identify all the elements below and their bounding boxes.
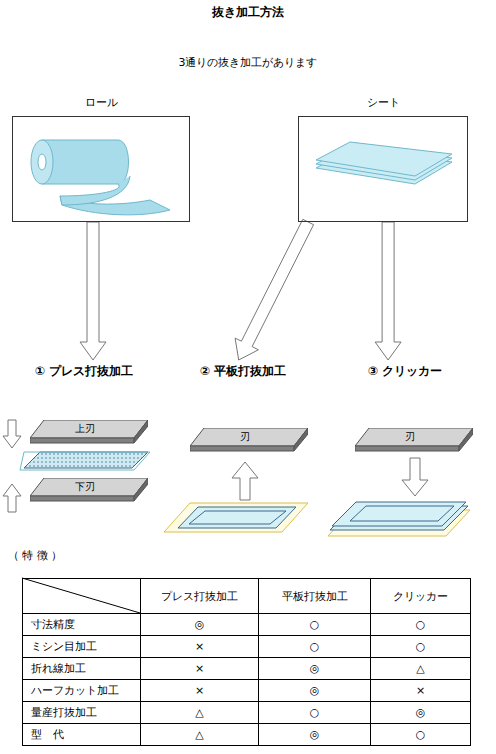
- box-heading: シート: [299, 95, 467, 110]
- box-heading: ロール: [13, 95, 189, 110]
- title-wrap: 抜き加工方法: [0, 4, 496, 21]
- rating-mark: ○: [310, 640, 320, 653]
- row-header: 折れ線加工: [31, 661, 86, 676]
- method-name: ① プレス打抜加工: [35, 363, 133, 380]
- rating-mark: ○: [416, 728, 426, 741]
- rating-mark: ×: [195, 662, 204, 675]
- row-header: 型 代: [31, 727, 64, 742]
- plate-label: 下刃: [75, 481, 95, 492]
- table-cell: 折れ線加工: [22, 657, 141, 680]
- section-heading-text: （ 特 徴 ）: [8, 549, 63, 562]
- flow-arrow: [235, 219, 314, 360]
- rating-mark: ×: [416, 684, 425, 697]
- rating-mark: ○: [310, 706, 320, 719]
- rating-mark: ◎: [195, 618, 205, 631]
- sheet-figure: [316, 142, 452, 184]
- column-header: 平板打抜加工: [282, 589, 348, 604]
- rating-mark: ×: [195, 684, 204, 697]
- rating-mark: ◎: [416, 706, 426, 719]
- table-cell: ×: [140, 657, 259, 680]
- table-cell: ◎: [258, 723, 371, 746]
- subtitle-text: 3通りの抜き加工があります: [179, 56, 318, 69]
- column-header: プレス打抜加工: [161, 589, 238, 604]
- row-header: ミシン目加工: [31, 639, 97, 654]
- table-cell: 平板打抜加工: [258, 578, 371, 614]
- plate-label: 刃: [240, 431, 250, 442]
- table-cell: △: [140, 701, 259, 724]
- row-header: 寸法精度: [31, 617, 75, 632]
- plate-text-wrap: 下刃: [30, 478, 140, 496]
- table-cell: ×: [140, 679, 259, 702]
- table-cell: ×: [140, 635, 259, 658]
- table-cell: ○: [258, 635, 371, 658]
- row-header: 量産打抜加工: [31, 705, 97, 720]
- plate-label: 上刃: [75, 423, 95, 434]
- plate-text-wrap: 刃: [190, 428, 300, 446]
- table-cell: ×: [370, 679, 471, 702]
- clicker-sheets: [328, 502, 470, 536]
- plate-text-wrap: 刃: [355, 428, 465, 446]
- table-cell: ◎: [140, 613, 259, 636]
- method-name: ③ クリッカー: [368, 363, 442, 380]
- table-cell: 寸法精度: [22, 613, 141, 636]
- header-diagonal: [22, 578, 140, 613]
- table-cell: ◎: [258, 657, 371, 680]
- press-sheet-edge: [20, 452, 150, 470]
- section-heading: （ 特 徴 ）: [8, 548, 63, 563]
- material-box: ロール: [12, 116, 190, 222]
- rating-mark: ×: [195, 640, 204, 653]
- plate-label: 刃: [405, 431, 415, 442]
- table-cell: △: [140, 723, 259, 746]
- title: 抜き加工方法: [212, 5, 284, 19]
- rating-mark: ◎: [310, 662, 320, 675]
- method-label: ② 平板打抜加工: [198, 360, 288, 383]
- table-cell: [22, 578, 141, 614]
- material-box: シート: [298, 116, 468, 222]
- blade-plate: 上刃: [30, 420, 148, 444]
- table-cell: ○: [370, 613, 471, 636]
- method-label: ① プレス打抜加工: [33, 360, 135, 383]
- table-cell: クリッカー: [370, 578, 471, 614]
- rating-mark: ○: [416, 640, 426, 653]
- subtitle: 3通りの抜き加工があります: [0, 55, 496, 70]
- rating-mark: △: [195, 706, 203, 719]
- flatbed-sheet: [164, 503, 308, 532]
- table-cell: ○: [258, 701, 371, 724]
- up-arrow: [232, 462, 258, 500]
- method-name: ② 平板打抜加工: [200, 363, 286, 380]
- blade-plate: 刃: [190, 428, 308, 452]
- press-arrows: [3, 420, 21, 512]
- press-sheet: [24, 452, 148, 468]
- rating-mark: ○: [310, 618, 320, 631]
- rating-mark: ○: [416, 618, 426, 631]
- column-header: クリッカー: [393, 589, 448, 604]
- rating-mark: ◎: [310, 684, 320, 697]
- table-cell: 型 代: [22, 723, 141, 746]
- roll-figure: [31, 140, 170, 215]
- table-cell: △: [370, 657, 471, 680]
- rating-mark: △: [416, 662, 424, 675]
- flow-arrow: [80, 222, 106, 360]
- table-cell: ◎: [258, 679, 371, 702]
- table-cell: ○: [370, 635, 471, 658]
- rating-mark: ◎: [310, 728, 320, 741]
- plate-text-wrap: 上刃: [30, 420, 140, 438]
- blade-plate: 下刃: [30, 478, 148, 502]
- table-cell: ○: [258, 613, 371, 636]
- table-cell: ◎: [370, 701, 471, 724]
- row-header: ハーフカット加工: [31, 683, 119, 698]
- table-cell: 量産打抜加工: [22, 701, 141, 724]
- table-cell: プレス打抜加工: [140, 578, 259, 614]
- table-cell: ハーフカット加工: [22, 679, 141, 702]
- flow-arrow: [375, 222, 401, 360]
- table-cell: ミシン目加工: [22, 635, 141, 658]
- method-label: ③ クリッカー: [366, 360, 444, 383]
- down-arrow: [402, 458, 428, 496]
- table-cell: ○: [370, 723, 471, 746]
- rating-mark: △: [195, 728, 203, 741]
- blade-plate: 刃: [355, 428, 473, 452]
